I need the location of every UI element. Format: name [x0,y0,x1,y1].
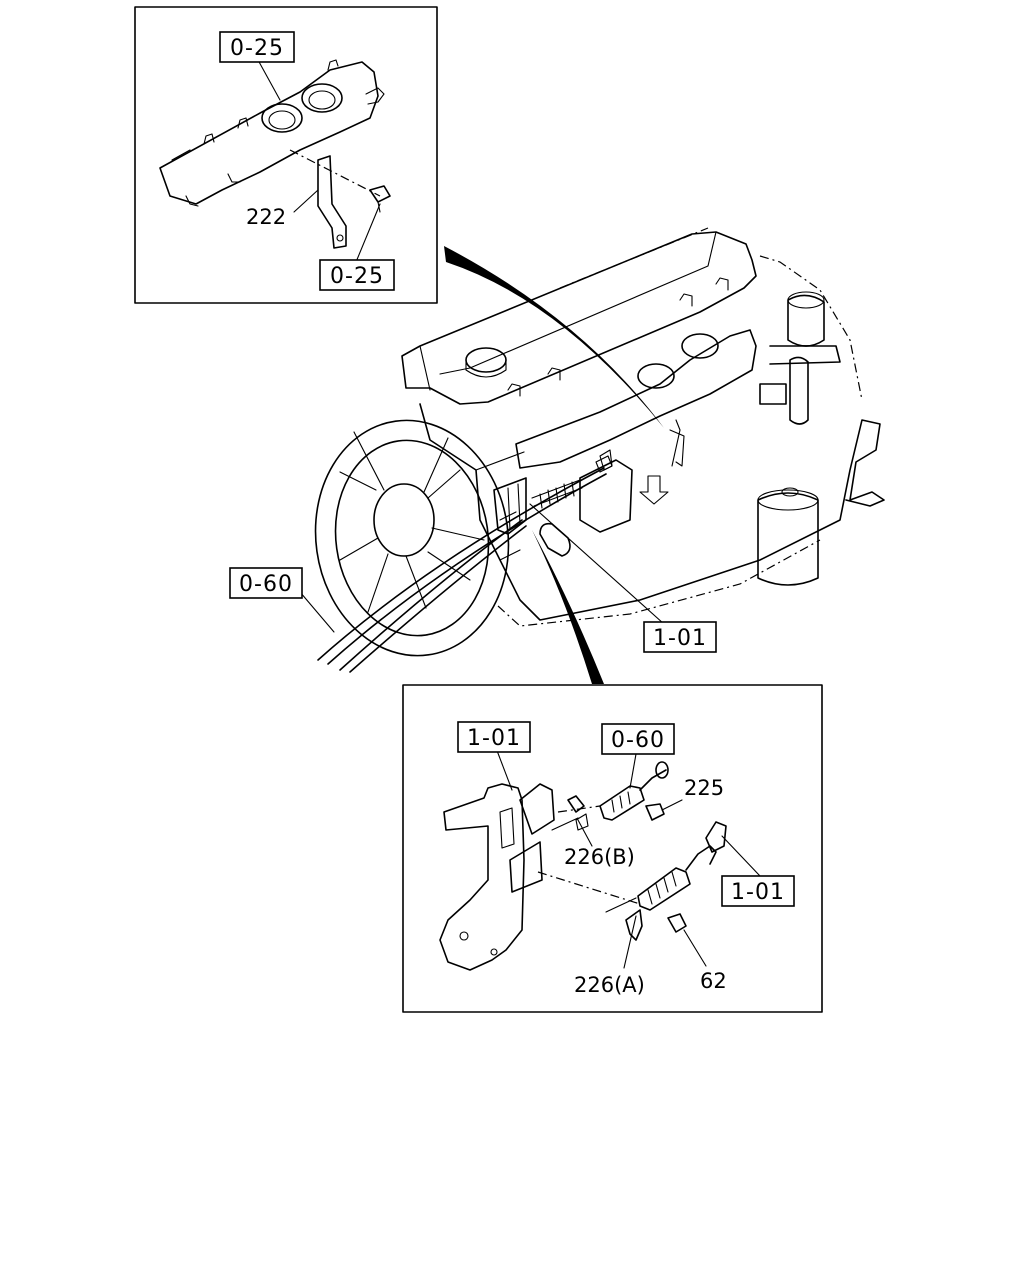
leader-0-60-detail [629,753,637,789]
ref-label-1-01-main: 1-01 [653,626,707,651]
callout-pointer-top [444,246,664,428]
bracket-1-01-drawing [439,783,555,971]
ref-box-0-25-top [219,31,295,63]
callout-pointer-bottom [532,530,604,684]
ref-box-1-01-detail-left [457,721,531,753]
ref-box-1-01-main [643,621,717,653]
ref-label-1-01-detail-right: 1-01 [731,880,785,905]
exhaust-manifold-drawing [159,59,385,207]
engine-assembly-drawing [314,227,885,673]
leader-1-01-detail-right [721,835,761,877]
leader-1-01-detail-left [495,747,513,791]
part-label-222: 222 [246,205,286,229]
leader-226b [577,819,593,847]
ref-box-0-60-main [229,567,303,599]
cable-0-60-end-drawing [551,761,669,831]
ref-label-0-25-bottom: 0-25 [330,264,384,289]
part-label-225: 225 [684,776,724,800]
part-label-226b: 226(B) [564,845,635,869]
inset-throttle-cable: 1-01 0-60 225 226(B) 1-01 226(A) 62 [402,684,823,1013]
ref-label-0-25-top: 0-25 [230,36,284,61]
inset-frame-top [134,6,438,304]
ref-box-0-60-detail [601,723,675,755]
leader-0-25-top [257,59,281,101]
leader-225 [661,799,683,811]
ref-box-1-01-detail-right [721,875,795,907]
leader-1-01-main [529,503,665,625]
leader-62 [683,929,707,967]
part-label-226a: 226(A) [574,973,645,997]
leader-222 [293,189,319,213]
ref-box-0-25-bottom [319,259,395,291]
ref-label-0-60-detail: 0-60 [611,728,665,753]
part-label-62: 62 [700,969,727,993]
cable-lower-end-drawing [537,821,727,941]
inset-exhaust-manifold: 0-25 222 0-25 [134,6,438,304]
ref-label-0-60-main: 0-60 [239,572,293,597]
leader-226a [623,915,637,969]
leader-0-25-bottom [355,203,381,263]
leader-0-60-main [299,591,335,633]
inset-frame-bottom [402,684,823,1013]
ref-label-1-01-detail-left: 1-01 [467,726,521,751]
